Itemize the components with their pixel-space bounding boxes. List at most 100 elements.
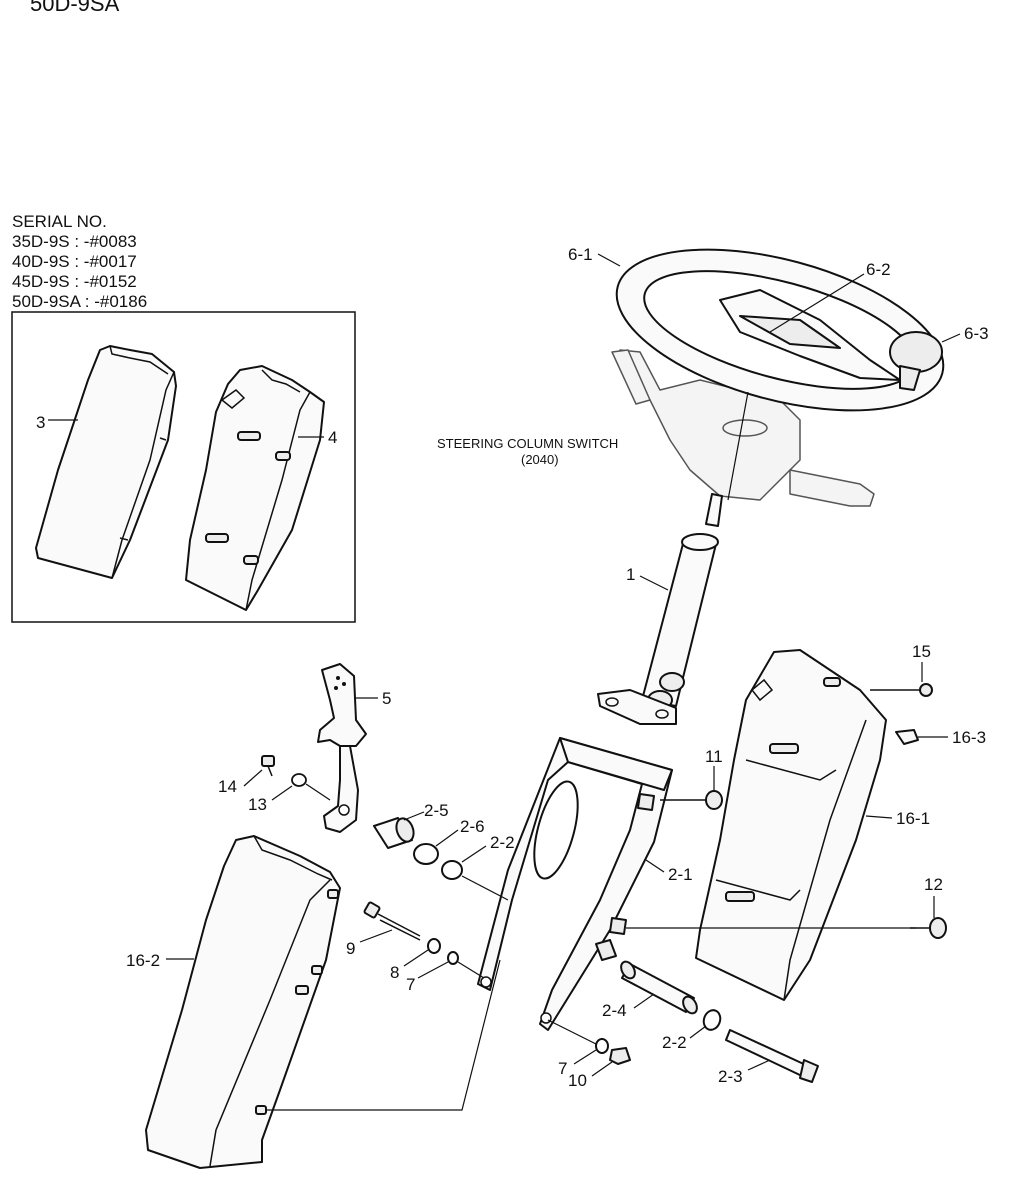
part-6-2-horn-pad [739, 315, 841, 349]
cover-16-2-edge [209, 879, 331, 1167]
bracket-tab [637, 793, 655, 811]
label-13: 13 [248, 795, 267, 814]
cover-16-2-boss-3 [327, 889, 339, 899]
column-tube-top [681, 533, 719, 551]
pin-2-4-end [682, 995, 698, 1015]
part-4-emblem [220, 389, 246, 409]
bolt-9-head [363, 901, 381, 919]
pin-2-4-clip [595, 939, 617, 961]
cover-16-1-boss-2 [725, 891, 755, 902]
part-2-4-pin [595, 939, 698, 1015]
switch-title: STEERING COLUMN SWITCH [437, 436, 618, 451]
bracket-tab-2 [609, 917, 627, 935]
inset-frame [11, 311, 356, 623]
cover-16-2-rim [253, 835, 333, 881]
cover-16-2-boss-4 [255, 1105, 267, 1115]
bolt-2-3-head [799, 1059, 819, 1083]
leader-1 [639, 575, 669, 591]
label-9: 9 [346, 939, 355, 958]
part-7-washer-upper [447, 951, 459, 965]
part-4-body [185, 365, 325, 611]
label-10: 10 [568, 1071, 587, 1090]
part-12-bolt [626, 917, 947, 939]
serial-line-1: 35D-9S : -#0083 [12, 232, 137, 251]
label-5: 5 [382, 689, 391, 708]
label-15: 15 [912, 642, 931, 661]
bolt-9-shank-2 [379, 919, 421, 941]
label-2-5: 2-5 [424, 801, 449, 820]
leader-2-6 [435, 829, 459, 847]
label-6-2: 6-2 [866, 260, 891, 279]
cover-16-1-rib [745, 759, 837, 781]
bracket-hole-1 [540, 1012, 552, 1024]
leader-14 [243, 769, 263, 787]
leader-7a [417, 961, 449, 979]
part-4-boss-4 [243, 555, 259, 565]
label-4: 4 [328, 428, 337, 447]
cover-16-1-boss-1 [769, 743, 799, 754]
bolt-12-head [929, 917, 947, 939]
model-header: 50D-9SA [30, 0, 120, 16]
part-4-boss-2 [275, 451, 291, 461]
switch-ref: (2040) [521, 452, 559, 467]
leader-2-1 [645, 859, 665, 873]
lever-5-handle [317, 663, 367, 747]
part-13-washer [291, 773, 307, 787]
cover-16-1-emblem [750, 678, 774, 702]
bolt-14-shank [267, 765, 273, 777]
leader-13 [271, 785, 293, 801]
lever-5-dot-1 [336, 676, 340, 680]
leader-2-2a [461, 845, 487, 863]
column-boss [659, 672, 685, 692]
part-4-edge [245, 391, 311, 611]
switch-hole [722, 419, 768, 437]
cover-16-1-rib-2 [715, 879, 801, 901]
pin-2-4-head [620, 960, 636, 980]
cover-16-1-edge [783, 719, 867, 1001]
part-1-steering-column [597, 493, 723, 725]
switch-lever-left [611, 349, 651, 405]
label-2-2a: 2-2 [490, 833, 515, 852]
lever-5-dot-3 [334, 686, 338, 690]
label-7b: 7 [558, 1059, 567, 1078]
label-11: 11 [705, 747, 723, 766]
serial-number-block: SERIAL NO. 35D-9S : -#0083 40D-9S : -#00… [12, 212, 147, 311]
part-3-rim [109, 345, 169, 375]
axis-line-7b [547, 1019, 597, 1045]
part-4-boss-1 [237, 431, 261, 441]
axis-line-16-2 [266, 959, 501, 1111]
leader-2-5 [403, 811, 425, 821]
leader-6-2 [769, 273, 865, 333]
part-6-3-knob [889, 331, 943, 373]
label-14: 14 [218, 777, 237, 796]
part-16-1-cover [695, 649, 887, 1001]
serial-line-3: 45D-9S : -#0152 [12, 272, 137, 291]
label-8: 8 [390, 963, 399, 982]
part-3-body [35, 345, 177, 579]
inset-box: 3 4 [11, 311, 356, 623]
part-6-steering-wheel [615, 248, 945, 412]
serial-line-4: 50D-9SA : -#0186 [12, 292, 147, 311]
lever-5-hole [338, 804, 350, 816]
screw-15-head [919, 683, 933, 697]
bracket-top-plate [559, 737, 673, 791]
part-4-boss-3 [205, 533, 229, 543]
cover-16-1-body [695, 649, 887, 1001]
part-4-cover [185, 365, 325, 611]
part-4-rim [261, 369, 301, 393]
column-shaft-top [705, 493, 723, 527]
lever-5-dot-2 [342, 682, 346, 686]
cover-16-1-boss-3 [823, 677, 841, 687]
part-2-1-bracket [477, 737, 673, 1031]
part-11-bolt [660, 790, 723, 810]
leader-9 [359, 929, 393, 943]
part-2-2-washer-upper [441, 860, 463, 880]
leader-6-1 [597, 253, 621, 267]
serial-title: SERIAL NO. [12, 212, 107, 231]
label-1: 1 [626, 565, 635, 584]
label-16-3: 16-3 [952, 728, 986, 747]
part-3-cover [35, 345, 177, 579]
part-2-3-bolt [725, 1029, 819, 1083]
leader-8 [403, 949, 429, 967]
serial-line-2: 40D-9S : -#0017 [12, 252, 137, 271]
